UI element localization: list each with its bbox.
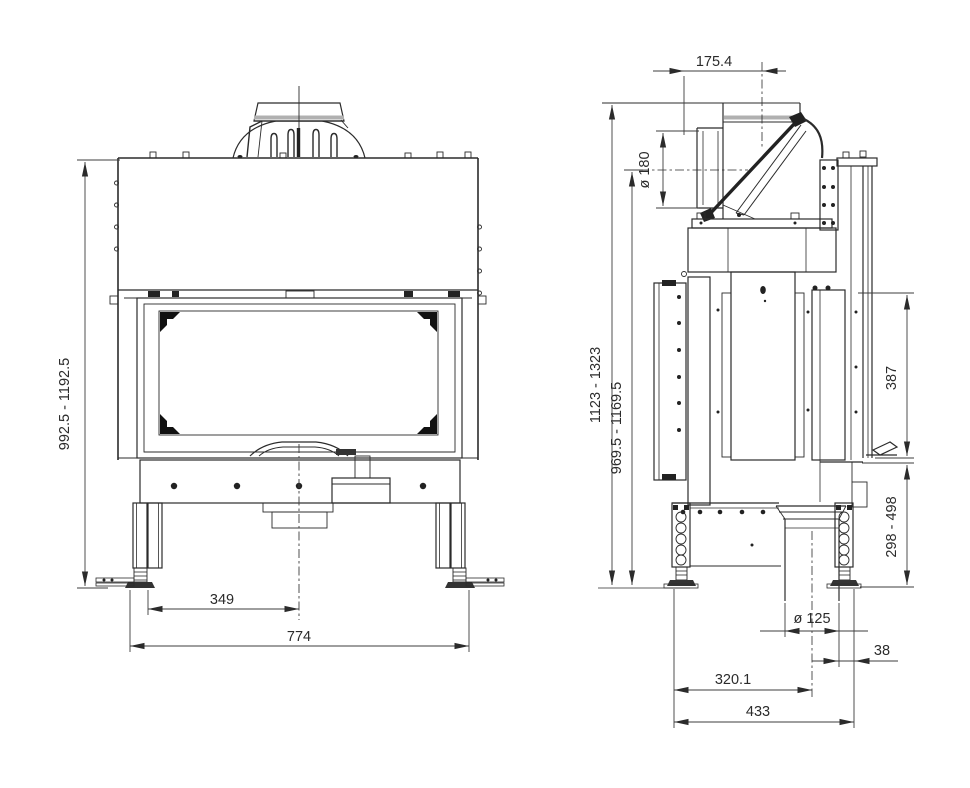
- adjustable-foot-right: [445, 567, 505, 588]
- window-glass: [158, 310, 439, 436]
- base-plate-bolts: [680, 509, 766, 515]
- dim-front-flue-center-offset: 349: [210, 592, 234, 608]
- dim-side-total-height-range: 1123 - 1323: [588, 347, 604, 423]
- rear-bolt-pairs: [822, 166, 835, 225]
- side-front-section: [811, 150, 899, 508]
- front-legs-feet: [95, 502, 505, 588]
- ash-duct-stub: [271, 511, 328, 529]
- side-flue-outlet: [602, 62, 801, 220]
- side-view-dimension-labels: 175.4 ø 180 1123 - 1323 969.5 - 1169.5 3…: [588, 54, 900, 720]
- front-view: [95, 86, 505, 588]
- air-intake-duct: [775, 505, 847, 697]
- dim-side-glass-height: 387: [884, 366, 900, 390]
- glass-corner-marks: [160, 312, 437, 434]
- adjustable-foot-left: [95, 567, 155, 588]
- front-body: [109, 151, 487, 460]
- leg-springs: [675, 511, 850, 566]
- door-window: [118, 289, 478, 459]
- front-base: [139, 455, 461, 529]
- side-view-dimensions: [608, 67, 914, 728]
- door-top-latches: [148, 291, 460, 297]
- base-bolt-holes: [170, 482, 427, 490]
- dim-side-intake-diameter: ø 125: [793, 611, 830, 627]
- front-view-dimension-labels: 992.5 - 1192.5 349 774: [57, 358, 311, 645]
- dim-side-flue-rear-offset: 175.4: [696, 54, 732, 70]
- dim-side-rear-outlet-height-range: 969.5 - 1169.5: [609, 382, 625, 474]
- heat-shield-panels: [716, 271, 810, 461]
- top-bolt-tabs: [149, 151, 472, 159]
- side-hinge-bumps: [114, 180, 482, 296]
- side-base: [671, 502, 854, 568]
- dim-front-height-range: 992.5 - 1192.5: [57, 358, 73, 450]
- side-view: [598, 62, 899, 697]
- dim-side-intake-front-offset: 38: [874, 643, 890, 659]
- side-feet: [598, 566, 862, 589]
- dim-front-width: 774: [287, 629, 311, 645]
- dim-side-intake-center-offset: 320.1: [715, 672, 751, 688]
- rear-convection-panel: [653, 271, 711, 506]
- side-door-handle: [866, 441, 899, 456]
- dim-side-depth: 433: [746, 704, 770, 720]
- door-latch: [336, 449, 356, 455]
- dim-side-base-height-range: 298 - 498: [884, 496, 900, 557]
- flue-cap: [232, 86, 366, 159]
- front-view-dimensions: [77, 159, 470, 652]
- dim-side-flue-diameter: ø 180: [637, 151, 653, 188]
- top-plate: [687, 212, 837, 273]
